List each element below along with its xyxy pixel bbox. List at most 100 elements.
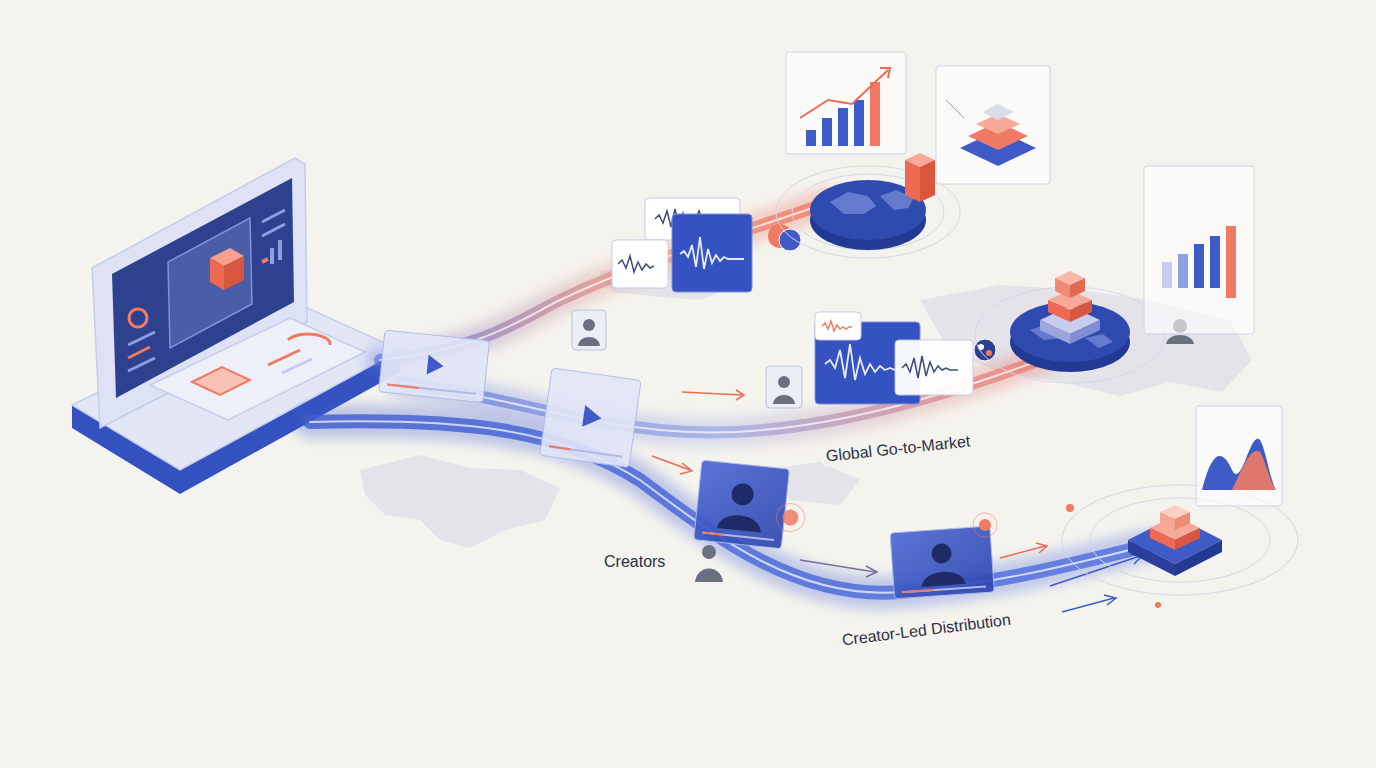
creator-video-card [902, 590, 934, 592]
avatar [578, 337, 600, 346]
globe-platform [1048, 300, 1070, 322]
translate-icon [974, 339, 996, 361]
small-arrows [1104, 595, 1116, 605]
avatar [572, 310, 606, 350]
destination-platform [1175, 512, 1190, 530]
globe-platform [1070, 320, 1100, 344]
world-map [360, 455, 560, 548]
creator-video-card [890, 526, 994, 599]
globe-platform [1040, 320, 1070, 344]
small-arrows [1050, 556, 1140, 586]
chart-panel [870, 82, 880, 146]
chart-panel [1202, 439, 1276, 490]
chart-panel [1210, 236, 1220, 288]
destination-platform [1066, 504, 1074, 512]
avatar [695, 569, 723, 583]
flow-label: Global Go-to-Market [821, 430, 975, 467]
chart-panel [982, 104, 1014, 120]
avatar [702, 545, 716, 559]
avatar [766, 366, 802, 408]
avatar [773, 395, 795, 404]
signal-dot [979, 519, 991, 531]
small-arrows [680, 463, 692, 474]
chart-panel [786, 52, 906, 154]
destination-platform [1160, 512, 1175, 530]
translate-icon [779, 229, 801, 251]
audio-bubble [680, 237, 744, 269]
control-panel [288, 334, 330, 345]
creator-video-card [775, 502, 806, 533]
destination-platform [1090, 498, 1270, 582]
flow-ribbons [310, 421, 1150, 592]
avatar [583, 319, 595, 331]
dashboard-screen [270, 248, 274, 264]
dashboard-screen [168, 218, 252, 348]
globe-platform [776, 153, 960, 258]
audio-bubble [618, 256, 654, 272]
flow-label: Creator-Led Distribution [837, 608, 1016, 651]
globe-platform [920, 160, 935, 202]
small-arrows [736, 390, 744, 400]
creator-video-card [921, 570, 966, 587]
globe-platform [1070, 300, 1092, 322]
chart-panel [1196, 406, 1282, 506]
video-card [387, 385, 476, 394]
globe-platform [905, 160, 920, 202]
destination-platform [1155, 602, 1161, 608]
chart-panel [1178, 254, 1188, 288]
video-card [540, 368, 641, 468]
creator-video-card [702, 532, 724, 534]
video-card [379, 330, 490, 403]
chart-panel [946, 100, 964, 118]
small-arrows [800, 560, 875, 572]
control-panel [282, 359, 312, 373]
dashboard-screen [128, 332, 155, 345]
video-card [379, 330, 490, 403]
chart-panel [806, 130, 816, 146]
chart-panel [1194, 244, 1204, 288]
flow-label: Creators [600, 551, 669, 572]
creator-video-card [782, 509, 800, 527]
video-card [540, 368, 641, 468]
audio-bubble [822, 321, 852, 331]
small-arrows [682, 392, 742, 395]
creator-video-card [902, 586, 986, 592]
audio-bubble [612, 240, 668, 288]
video-card [549, 446, 571, 449]
signal-dot [973, 513, 997, 537]
creator-video-card [717, 513, 762, 533]
avatar [766, 366, 802, 408]
dashboard-screen [224, 256, 244, 290]
creator-video-card [702, 532, 774, 540]
translate-icon [986, 350, 992, 356]
chart-panel [854, 100, 864, 146]
globe-platform [1055, 278, 1070, 298]
chart-panel [1232, 451, 1276, 490]
control-panel [192, 367, 250, 395]
destination-platform [1175, 528, 1200, 550]
audio-bubble [672, 214, 752, 292]
dashboard-screen [128, 358, 155, 371]
dashboard-screen [262, 224, 285, 236]
control-panel [150, 318, 365, 420]
video-card [427, 355, 445, 377]
chart-panel [1226, 226, 1236, 298]
dashboard-screen [128, 347, 150, 358]
video-card [582, 405, 603, 429]
chart-panel [1162, 262, 1172, 288]
chart-panel [786, 52, 906, 154]
globe-platform [1070, 278, 1085, 298]
control-panel [268, 350, 300, 365]
dashboard-screen [278, 240, 282, 260]
audio-bubble [815, 312, 861, 340]
small-arrows [652, 456, 690, 470]
chart-panel [1144, 166, 1254, 334]
globe-platform [975, 287, 1165, 383]
audio-bubble [902, 356, 958, 378]
control-panel [150, 318, 365, 420]
video-card [387, 385, 419, 388]
avatar [778, 376, 790, 388]
chart-panel [880, 68, 890, 78]
chart-panel [1196, 406, 1282, 506]
